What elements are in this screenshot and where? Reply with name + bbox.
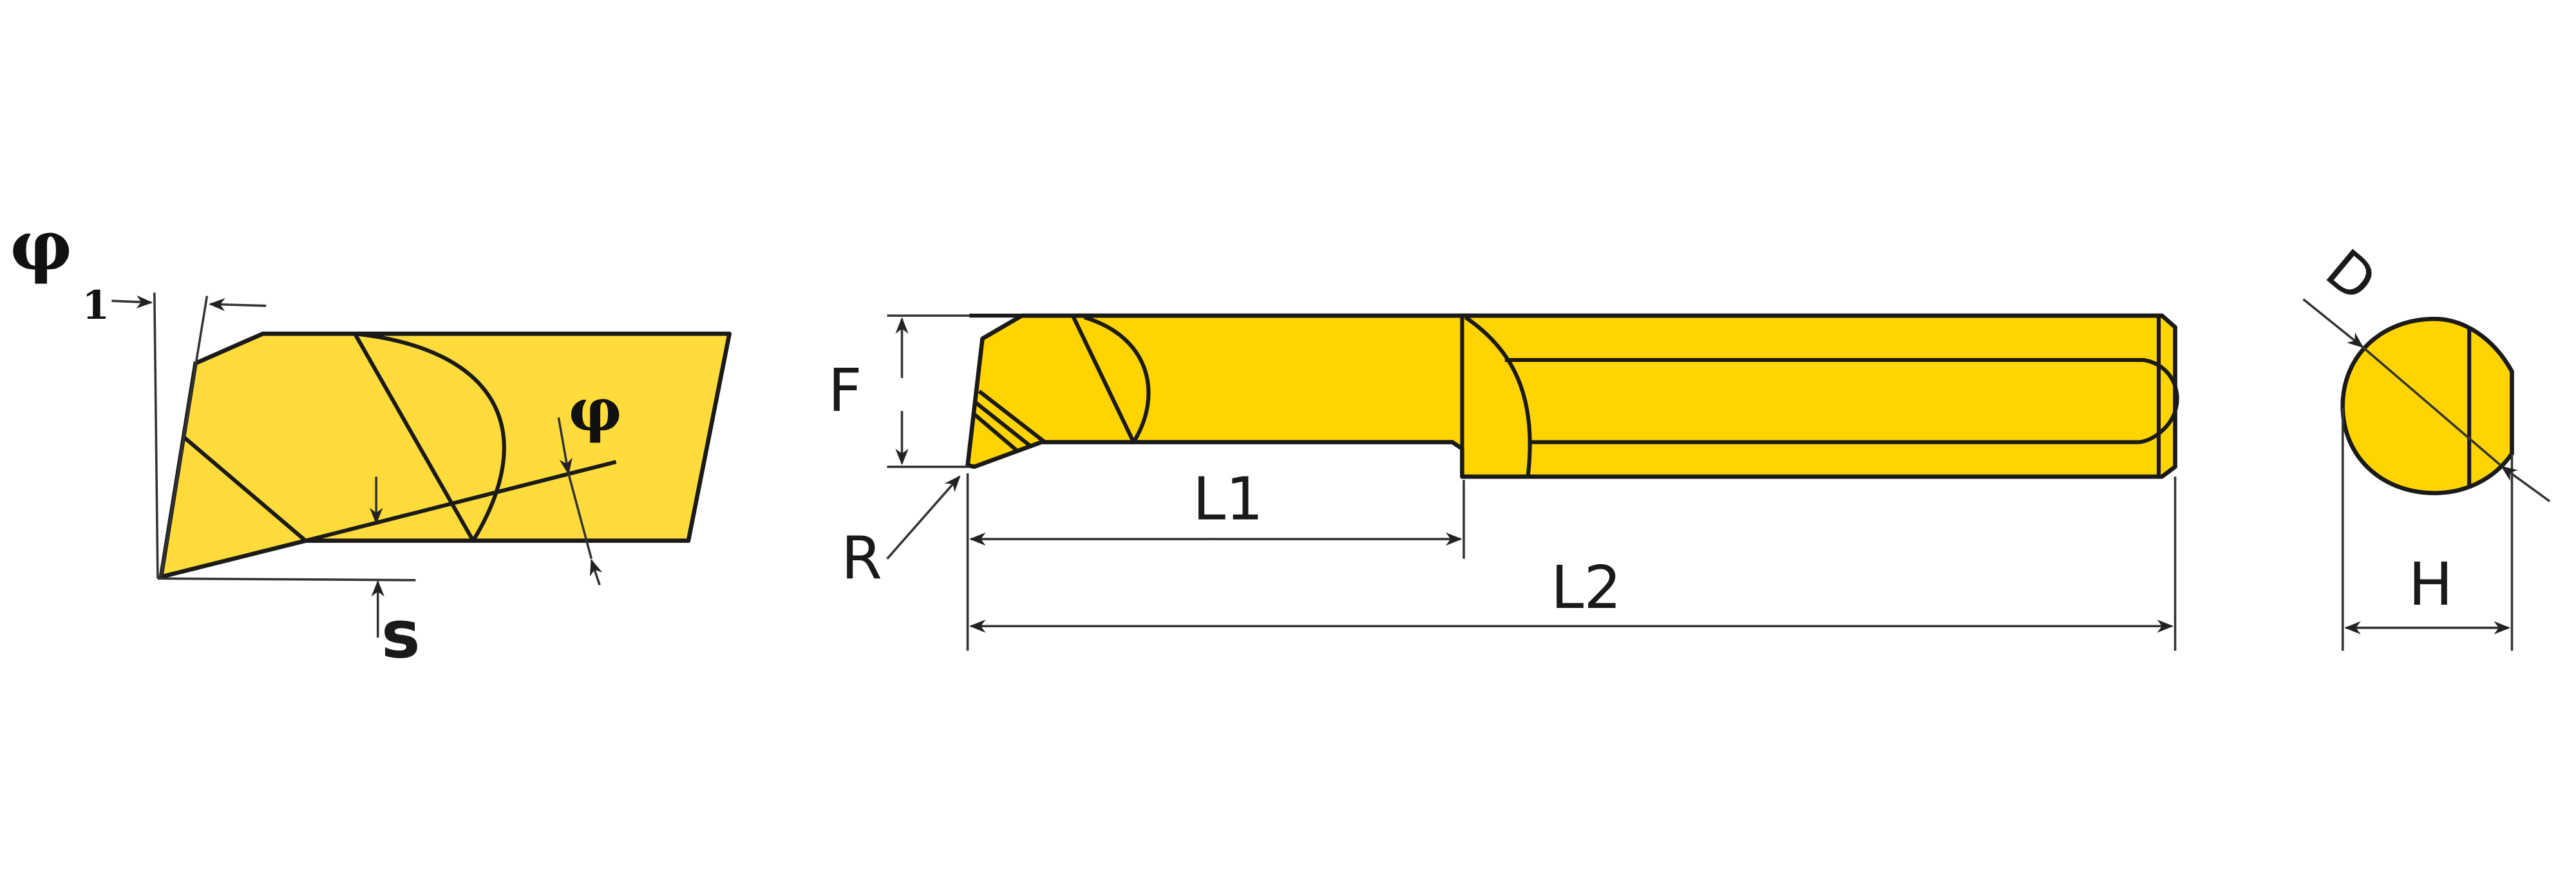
label-H: H — [2409, 550, 2453, 619]
label-D: D — [2314, 237, 2389, 314]
R-leader — [886, 475, 961, 560]
insert-body — [158, 331, 732, 580]
H-ext-lines — [2341, 407, 2514, 651]
bar-shank-arc — [1464, 316, 1532, 477]
phi-arrow — [557, 417, 573, 475]
bar-neck-arc — [1083, 315, 1151, 444]
phi-line — [567, 473, 593, 560]
boring-bar-end-view: D H — [2302, 237, 2551, 651]
label-L2: L2 — [1551, 553, 1622, 622]
label-phi1-subscript: 1 — [82, 283, 110, 328]
s-ref-line — [157, 577, 416, 582]
label-s: s — [381, 597, 421, 674]
label-L1: L1 — [1193, 464, 1264, 533]
insert-edge-line — [353, 332, 475, 542]
label-F: F — [828, 356, 862, 425]
insert-arc — [354, 332, 506, 542]
F-ext-lines — [887, 314, 970, 468]
insert-rake-line — [305, 460, 617, 543]
label-R: R — [841, 524, 882, 592]
end-view-body — [2340, 316, 2514, 495]
insert-edge-line — [182, 435, 307, 542]
D-arrow — [2302, 298, 2364, 348]
phi1-ext-line — [160, 296, 209, 578]
phi-arrow — [589, 558, 603, 586]
insert-top-view: φ 1 φ s — [10, 205, 732, 674]
D-arrow — [2501, 466, 2551, 502]
phi1-ref-line — [153, 292, 159, 579]
L-ext-lines — [966, 473, 2177, 651]
bar-neck-line — [1071, 314, 1135, 443]
label-phi1: φ — [10, 205, 72, 287]
bar-tip-facets — [972, 390, 1046, 454]
boring-bar-side-view: F R L1 L2 — [828, 313, 2179, 651]
phi1-arrow — [208, 298, 267, 312]
D-line — [2362, 346, 2501, 466]
label-phi: φ — [569, 375, 622, 445]
phi1-arrow — [111, 295, 153, 308]
